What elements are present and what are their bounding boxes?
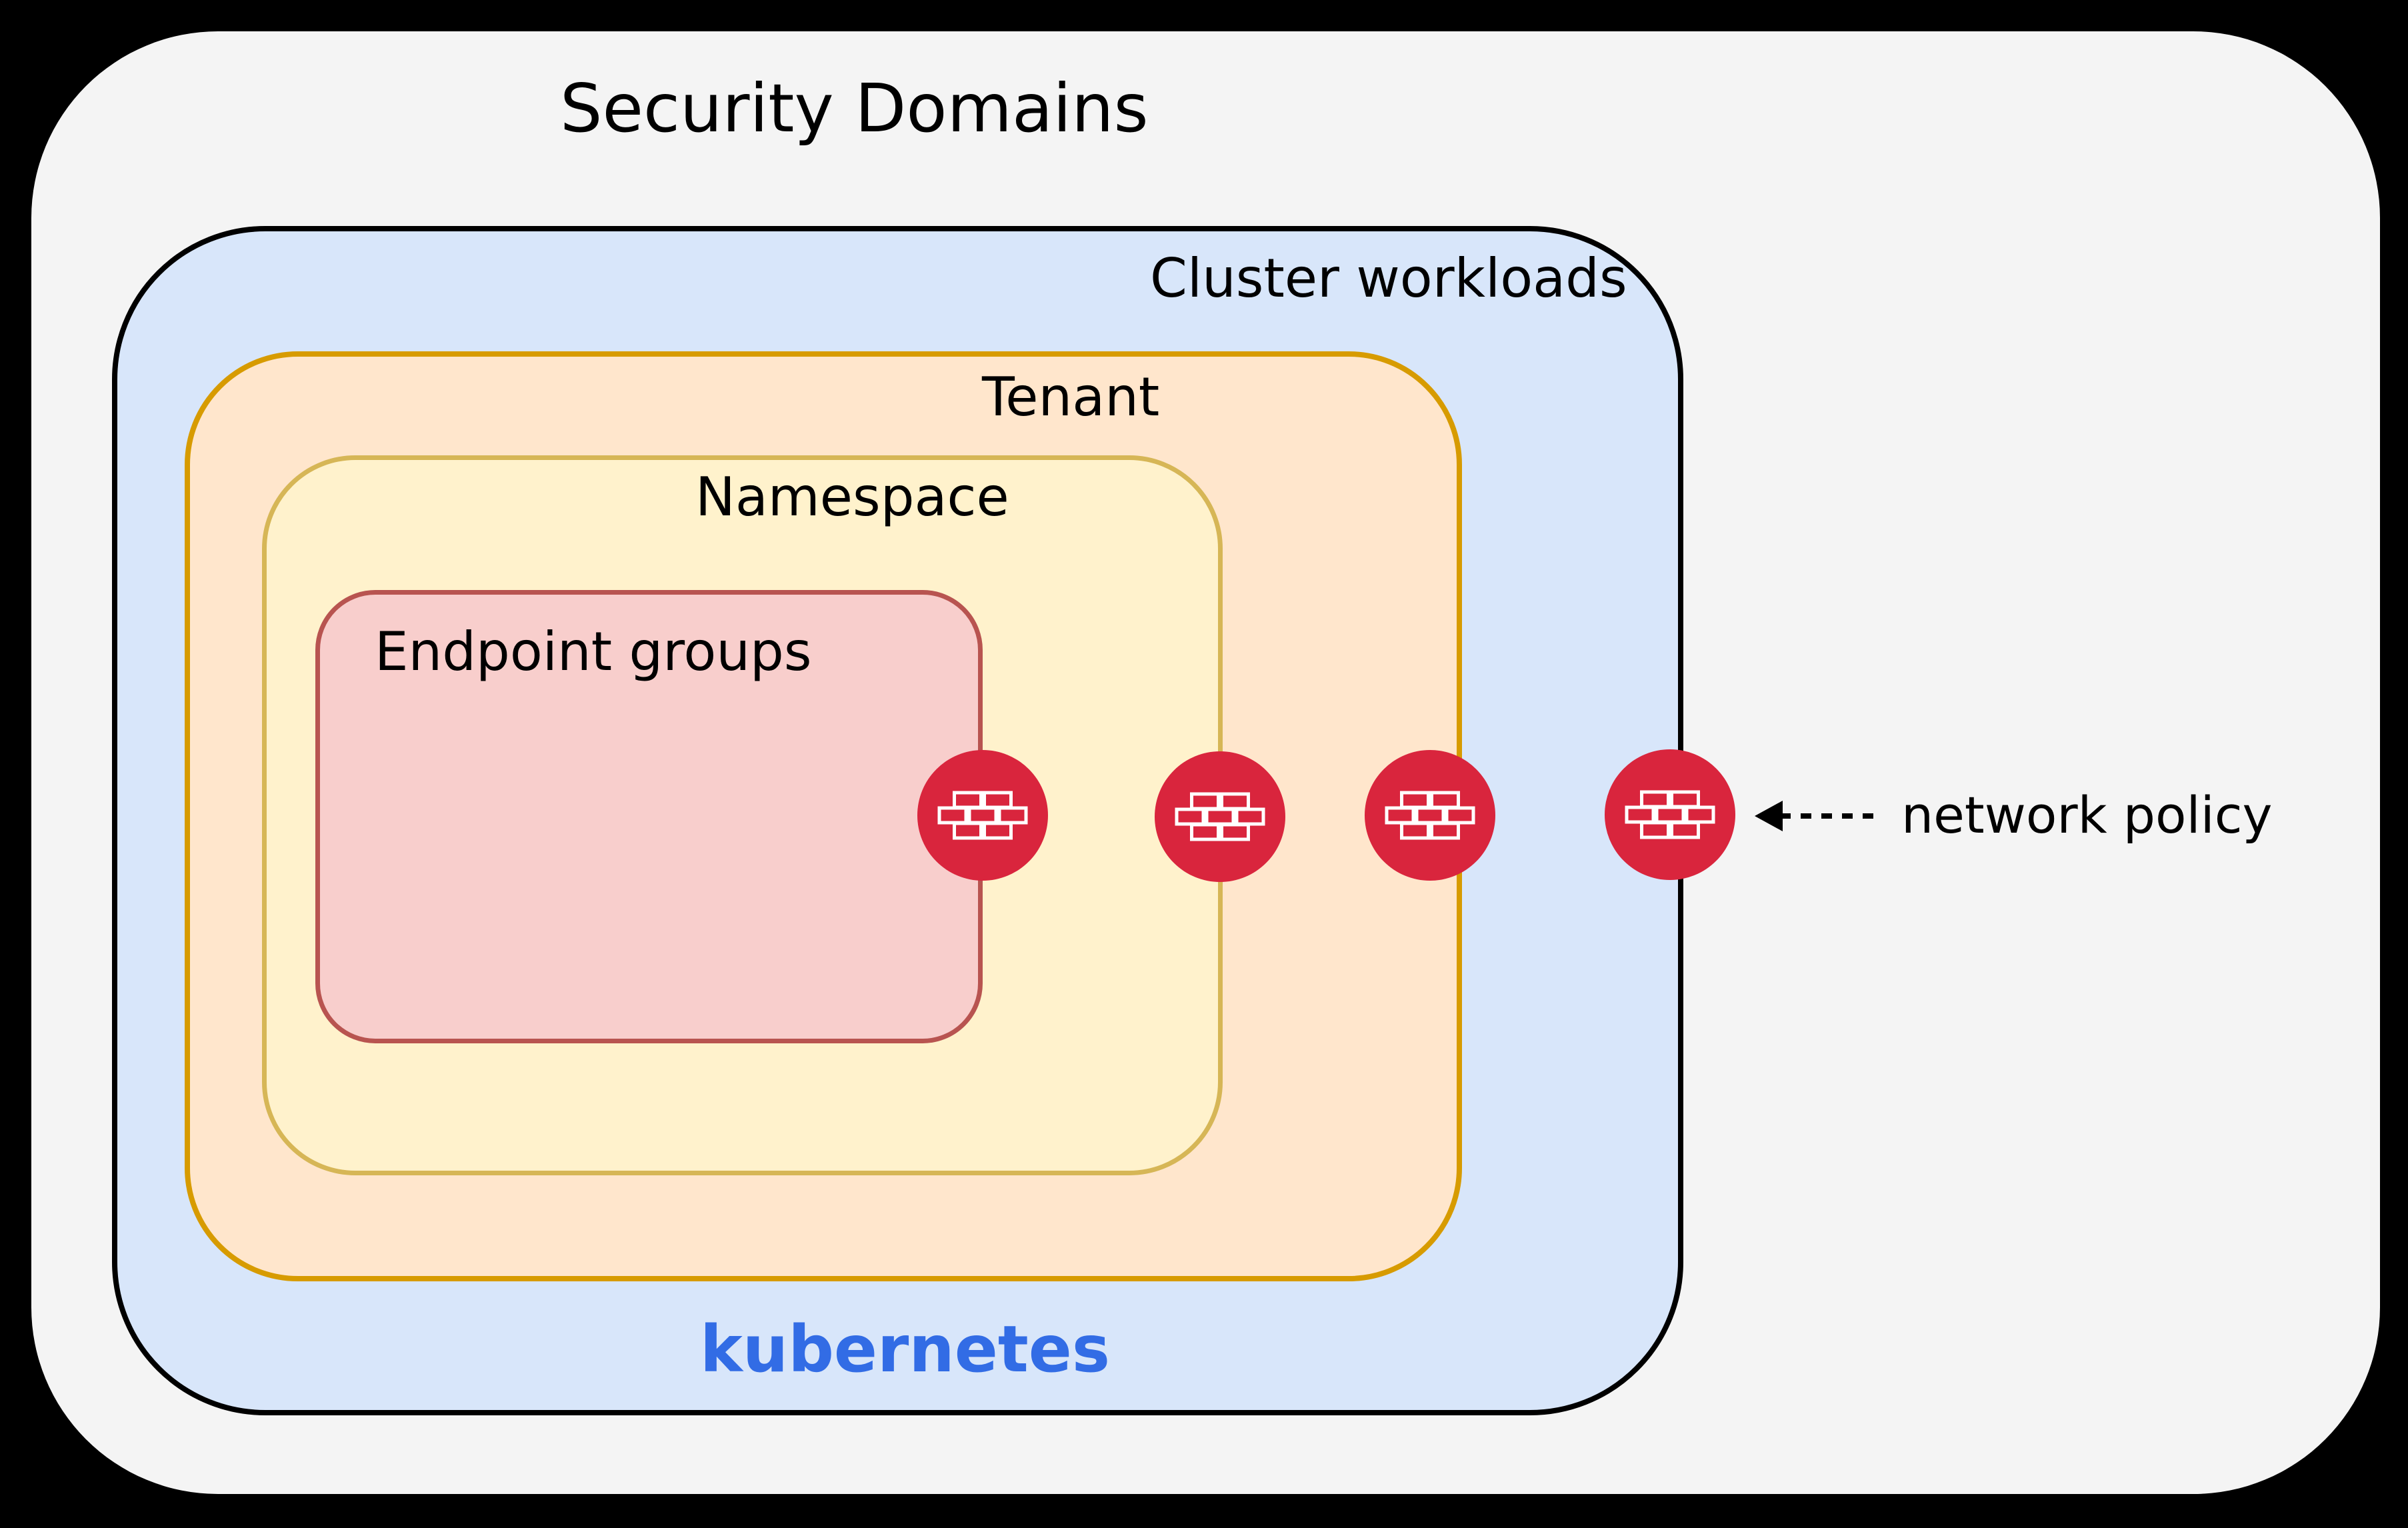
firewall-icon	[1605, 749, 1735, 880]
diagram-title: Security Domains	[560, 69, 1149, 147]
kubernetes-wordmark: kubernetes	[700, 1312, 1110, 1387]
cluster-workloads-label: Cluster workloads	[1150, 247, 1627, 309]
firewall-cluster-boundary	[1605, 749, 1735, 880]
network-policy-label: network policy	[1901, 785, 2273, 845]
endpoint-groups-label: Endpoint groups	[375, 621, 812, 683]
firewall-icon	[917, 750, 1048, 881]
endpoint-groups-box	[315, 590, 983, 1043]
firewall-tenant-boundary	[1365, 750, 1495, 881]
firewall-namespace-boundary	[1155, 751, 1285, 882]
tenant-label: Tenant	[982, 366, 1160, 428]
firewall-icon	[1365, 750, 1495, 881]
network-policy-arrow	[1755, 801, 1873, 831]
firewall-icon	[1155, 751, 1285, 882]
firewall-endpoint-boundary	[917, 750, 1048, 881]
namespace-label: Namespace	[695, 466, 1009, 528]
